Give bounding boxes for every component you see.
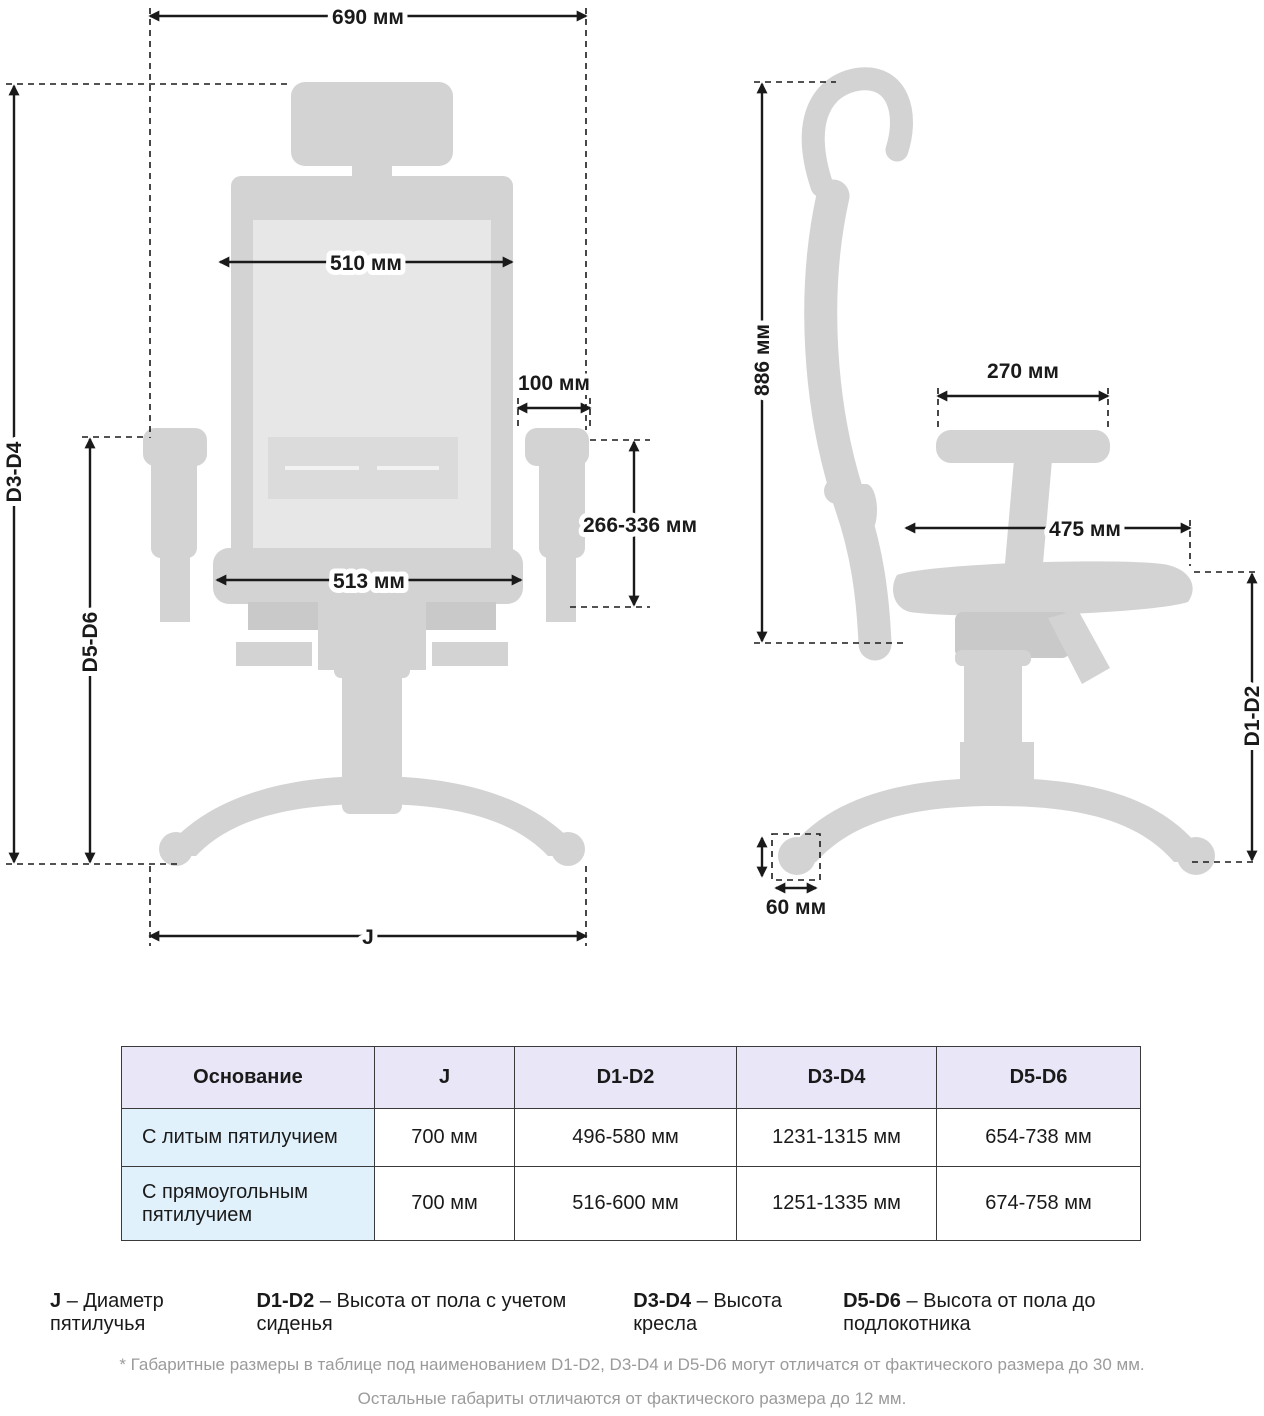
tilt-lever bbox=[1048, 610, 1110, 684]
legend-term: D5-D6 bbox=[843, 1290, 901, 1312]
dim-backrest-height-label: 886 мм bbox=[751, 324, 774, 396]
cell-d1d2: 496-580 мм bbox=[514, 1108, 737, 1167]
armrest-support-side bbox=[1004, 460, 1052, 575]
row-label: С прямоугольным пятилучием bbox=[121, 1166, 375, 1241]
lumbar-line-left bbox=[285, 466, 359, 470]
legend-term: D3-D4 bbox=[633, 1290, 692, 1312]
dim-seat-height-label: D1-D2 bbox=[1241, 686, 1264, 747]
cell-d1d2: 516-600 мм bbox=[514, 1166, 737, 1241]
dim-caster-size-label: 60 мм bbox=[766, 896, 826, 919]
table-header-row: Основание J D1-D2 D3-D4 D5-D6 bbox=[121, 1046, 1141, 1109]
dim-chair-height: D3-D4 bbox=[0, 83, 290, 865]
caster-front bbox=[778, 837, 816, 875]
seat-side bbox=[893, 561, 1193, 616]
armrest-left-stem bbox=[160, 550, 190, 622]
dim-seat-width-label: 513 мм bbox=[333, 570, 405, 593]
dim-seat-depth-label: 475 мм bbox=[1049, 518, 1121, 541]
cell-d3d4: 1231-1315 мм bbox=[736, 1108, 937, 1167]
dim-armrest-pad-width: 100 мм bbox=[513, 367, 595, 428]
caster-left bbox=[159, 832, 193, 866]
backrest-side bbox=[804, 179, 892, 661]
table-row-cast-base: С литым пятилучием 700 мм 496-580 мм 123… bbox=[121, 1108, 1141, 1167]
dim-overall-width-label: 690 мм bbox=[332, 6, 404, 29]
dim-base-diameter: J bbox=[148, 866, 588, 954]
front-chair-silhouette bbox=[143, 82, 589, 866]
dim-armrest-height-label: 266-336 мм bbox=[583, 514, 697, 537]
legend-desc: – Диаметр пятилучья bbox=[50, 1290, 164, 1335]
legend-item-d1d2: D1-D2 – Высота от пола с учетом сиденья bbox=[256, 1290, 633, 1336]
footnote-line-2: Остальные габариты отличаются от фактиче… bbox=[357, 1389, 907, 1408]
dim-armrest-height: 266-336 мм bbox=[570, 439, 702, 608]
dim-armrest-floor-height-label: D5-D6 bbox=[79, 612, 102, 673]
side-view-diagram: 886 мм 270 мм 475 мм D1-D2 60 мм bbox=[746, 67, 1264, 924]
armrest-pad-side bbox=[936, 430, 1110, 463]
dim-armrest-pad-width-label: 100 мм bbox=[518, 372, 590, 395]
mount-left bbox=[236, 642, 312, 666]
dim-seat-height: D1-D2 bbox=[1192, 571, 1264, 863]
base-side bbox=[780, 778, 1210, 862]
dim-seat-width: 513 мм bbox=[215, 565, 523, 598]
cell-j: 700 мм bbox=[374, 1108, 515, 1167]
mount-right bbox=[432, 642, 508, 666]
dim-backrest-width-label: 510 мм bbox=[330, 252, 402, 275]
legend-desc: – Высота от пола до подлокотника bbox=[843, 1290, 1096, 1335]
cell-d3d4: 1251-1335 мм bbox=[736, 1166, 937, 1241]
row-label: С литым пятилучием bbox=[121, 1108, 375, 1167]
legend-term: J bbox=[50, 1290, 62, 1312]
legend: J – Диаметр пятилучья D1-D2 – Высота от … bbox=[0, 1290, 1264, 1336]
dim-backrest-height: 886 мм bbox=[746, 81, 908, 644]
cell-d5d6: 654-738 мм bbox=[936, 1108, 1141, 1167]
cell-d5d6: 674-758 мм bbox=[936, 1166, 1141, 1241]
legend-item-d3d4: D3-D4 – Высота кресла bbox=[633, 1290, 843, 1336]
legend-item-d5d6: D5-D6 – Высота от пола до подлокотника bbox=[843, 1290, 1214, 1336]
dim-caster-size: 60 мм bbox=[756, 833, 831, 924]
dim-chair-height-label: D3-D4 bbox=[3, 441, 26, 502]
cell-j: 700 мм bbox=[374, 1166, 515, 1241]
adjust-knob bbox=[824, 478, 850, 504]
dim-armrest-pad-length-label: 270 мм bbox=[987, 360, 1059, 383]
dim-armrest-pad-length: 270 мм bbox=[936, 355, 1110, 430]
footnotes: * Габаритные размеры в таблице под наиме… bbox=[0, 1348, 1264, 1416]
armrest-right-post bbox=[539, 430, 585, 558]
armrest-right-stem bbox=[546, 550, 576, 622]
caster-rear bbox=[1177, 837, 1215, 875]
tension-lever bbox=[855, 484, 877, 536]
legend-term: D1-D2 bbox=[256, 1290, 315, 1312]
dim-armrest-floor-height: D5-D6 bbox=[74, 436, 148, 864]
armrest-left-post bbox=[151, 430, 197, 558]
caster-right bbox=[551, 832, 585, 866]
legend-desc: – Высота кресла bbox=[633, 1290, 783, 1335]
dim-overall-width: 690 мм bbox=[148, 1, 588, 438]
headrest-side bbox=[801, 67, 913, 198]
legend-desc: – Высота от пола с учетом сиденья bbox=[256, 1290, 567, 1335]
table-header-base: Основание bbox=[121, 1046, 375, 1109]
lumbar-line-right bbox=[377, 466, 439, 470]
seat-mechanism bbox=[318, 602, 426, 670]
dimensions-table: Основание J D1-D2 D3-D4 D5-D6 С литым пя… bbox=[121, 1046, 1141, 1241]
dim-base-diameter-label: J bbox=[362, 926, 374, 949]
side-chair-silhouette bbox=[778, 67, 1215, 875]
table-header-d3d4: D3-D4 bbox=[736, 1046, 937, 1109]
table-row-rect-base: С прямоугольным пятилучием 700 мм 516-60… bbox=[121, 1166, 1141, 1241]
table-header-d5d6: D5-D6 bbox=[936, 1046, 1141, 1109]
headrest bbox=[291, 82, 453, 166]
gas-lift bbox=[342, 662, 402, 814]
base bbox=[160, 776, 584, 856]
footnote-line-1: * Габаритные размеры в таблице под наиме… bbox=[119, 1355, 1145, 1374]
seat-mechanism-side bbox=[955, 612, 1070, 658]
chair-dimensions-diagram: 690 мм 510 мм 100 мм 266-336 мм 513 мм bbox=[0, 1, 1264, 954]
front-view-diagram: 690 мм 510 мм 100 мм 266-336 мм 513 мм bbox=[0, 1, 702, 954]
legend-item-j: J – Диаметр пятилучья bbox=[50, 1290, 256, 1336]
dim-backrest-width: 510 мм bbox=[218, 247, 514, 280]
dim-seat-depth: 475 мм bbox=[904, 513, 1192, 566]
table-header-d1d2: D1-D2 bbox=[514, 1046, 737, 1109]
table-header-j: J bbox=[374, 1046, 515, 1109]
